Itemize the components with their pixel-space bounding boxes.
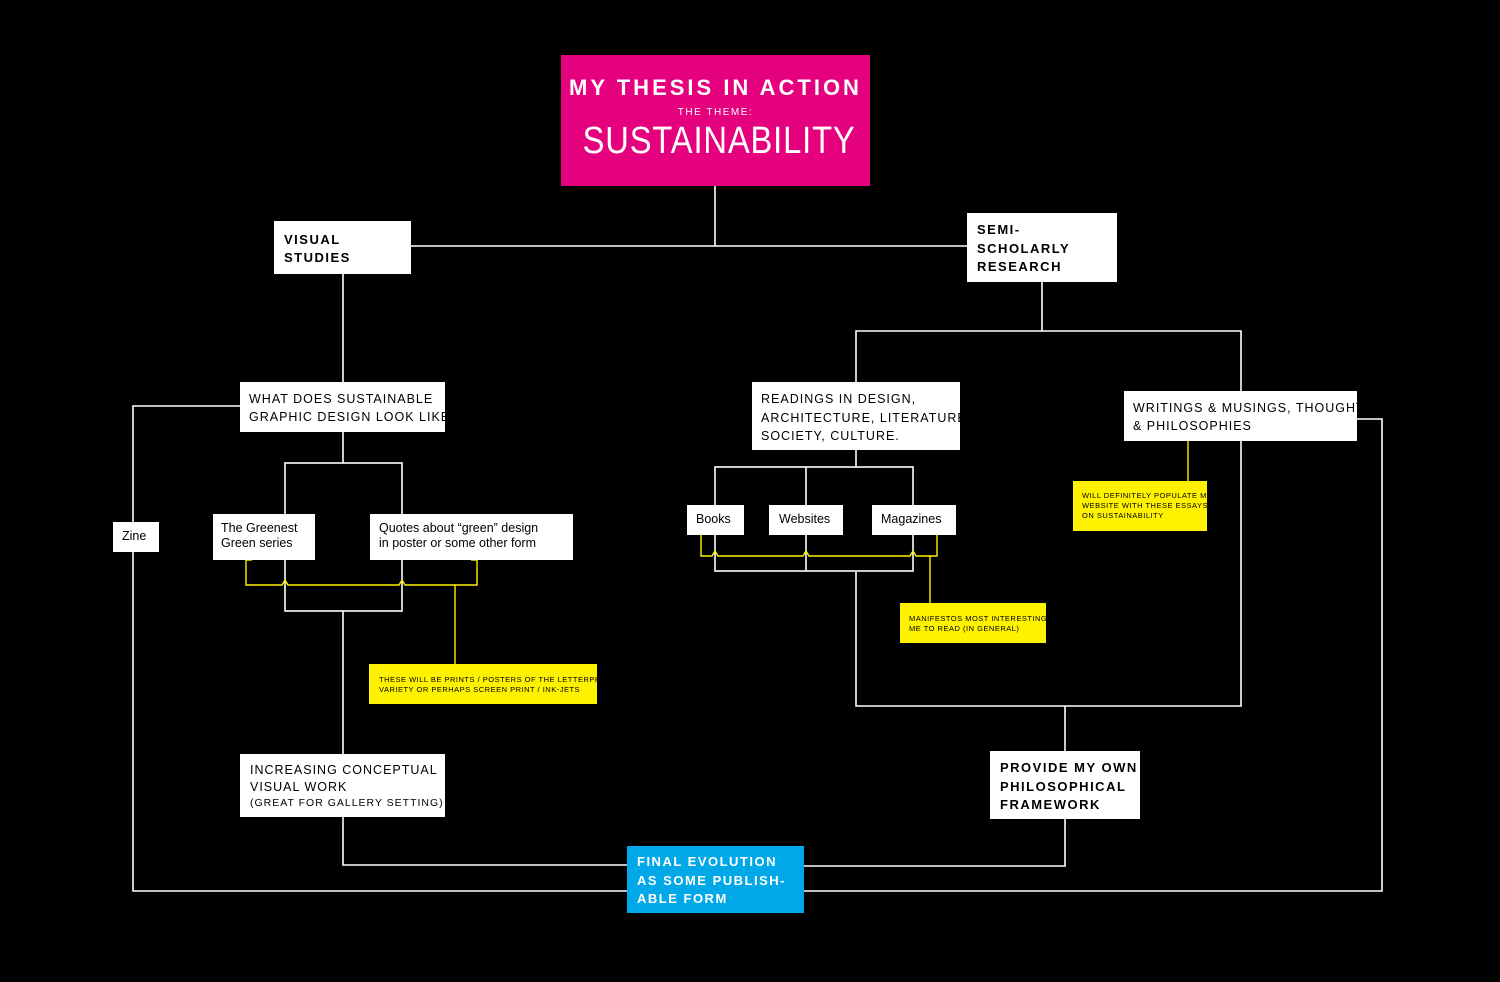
websites-node: Websites [769, 505, 843, 535]
note-manifestos-line: MANIFESTOS MOST INTERESTING TO [909, 614, 1061, 623]
note-manifestos-line: ME TO READ (IN GENERAL) [909, 624, 1020, 633]
visual-studies-line: VISUAL [284, 232, 341, 247]
note-prints: THESE WILL BE PRINTS / POSTERS OF THE LE… [369, 664, 618, 704]
writings-line: & PHILOSOPHIES [1133, 419, 1252, 433]
yellow-connector-readings [700, 535, 938, 557]
quotes-node: Quotes about “green” design in poster or… [370, 514, 573, 560]
note-website-line: WEBSITE WITH THESE ESSAYS [1082, 501, 1208, 510]
note-prints-line: THESE WILL BE PRINTS / POSTERS OF THE LE… [379, 675, 618, 684]
connector-to-final-left [342, 816, 628, 866]
provide-line: PHILOSOPHICAL [1000, 778, 1127, 794]
connector-research-loop [855, 330, 1242, 391]
connector-to-final-right [804, 818, 1066, 867]
readings-line: SOCIETY, CULTURE. [761, 429, 900, 443]
zine-node: Zine [113, 522, 159, 552]
semi-scholarly-line: SEMI- [977, 222, 1021, 237]
note-manifestos: MANIFESTOS MOST INTERESTING TO ME TO REA… [900, 603, 1061, 643]
quotes-line: Quotes about “green” design [379, 521, 539, 535]
note-website: WILL DEFINITELY POPULATE MY WEBSITE WITH… [1073, 481, 1213, 531]
increasing-line: INCREASING CONCEPTUAL [250, 763, 438, 777]
provide-line: PROVIDE MY OWN [1000, 760, 1138, 775]
readings-line: READINGS IN DESIGN, [761, 392, 917, 406]
quotes-line: in poster or some other form [379, 536, 537, 550]
writings-line: WRITINGS & MUSINGS, THOUGHTS [1133, 401, 1374, 415]
increasing-line: (GREAT FOR GALLERY SETTING) [250, 797, 444, 809]
semi-scholarly-line: RESEARCH [977, 259, 1062, 274]
what-does-line: GRAPHIC DESIGN LOOK LIKE? [249, 410, 459, 424]
readings-line: ARCHITECTURE, LITERATURE, [761, 410, 972, 425]
note-prints-line: VARIETY OR PERHAPS SCREEN PRINT / INK-JE… [379, 685, 581, 694]
yellow-connector-visual [245, 560, 478, 586]
websites-label: Websites [779, 512, 831, 526]
connector-writings-loop [804, 418, 1383, 892]
final-line: ABLE FORM [637, 891, 728, 906]
magazines-node: Magazines [872, 505, 956, 535]
increasing-node: INCREASING CONCEPTUAL VISUAL WORK (GREAT… [240, 754, 445, 817]
greenest-line: Green series [221, 536, 293, 550]
increasing-line: VISUAL WORK [250, 779, 348, 794]
final-line: FINAL EVOLUTION [637, 854, 777, 869]
magazines-label: Magazines [881, 512, 942, 526]
what-does-node: WHAT DOES SUSTAINABLE GRAPHIC DESIGN LOO… [240, 382, 459, 432]
zine-label: Zine [122, 529, 147, 543]
title-line2: THE THEME: [677, 107, 754, 118]
title-box: MY THESIS IN ACTION THE THEME: SUSTAINAB… [561, 55, 870, 186]
final-node: FINAL EVOLUTION AS SOME PUBLISH- ABLE FO… [627, 846, 804, 913]
connector-zine-loop [132, 405, 628, 892]
what-does-line: WHAT DOES SUSTAINABLE [249, 392, 434, 406]
readings-node: READINGS IN DESIGN, ARCHITECTURE, LITERA… [752, 382, 972, 450]
writings-node: WRITINGS & MUSINGS, THOUGHTS & PHILOSOPH… [1124, 391, 1374, 441]
books-node: Books [687, 505, 744, 535]
title-line3: SUSTAINABILITY [582, 120, 856, 162]
note-website-line: WILL DEFINITELY POPULATE MY [1082, 491, 1213, 500]
semi-scholarly-line: SCHOLARLY [977, 240, 1071, 256]
provide-line: FRAMEWORK [1000, 797, 1101, 812]
connector-research-loop-bottom [855, 441, 1242, 707]
visual-studies-node: VISUAL STUDIES [274, 221, 411, 274]
semi-scholarly-node: SEMI- SCHOLARLY RESEARCH [967, 213, 1117, 282]
greenest-line: The Greenest [221, 521, 298, 535]
note-website-line: ON SUSTAINABILITY [1082, 511, 1164, 520]
title-line1: MY THESIS IN ACTION [569, 75, 862, 100]
books-label: Books [696, 512, 731, 526]
final-line: AS SOME PUBLISH- [637, 872, 786, 888]
visual-studies-line: STUDIES [284, 250, 351, 265]
greenest-node: The Greenest Green series [213, 514, 315, 560]
provide-node: PROVIDE MY OWN PHILOSOPHICAL FRAMEWORK [990, 751, 1140, 819]
